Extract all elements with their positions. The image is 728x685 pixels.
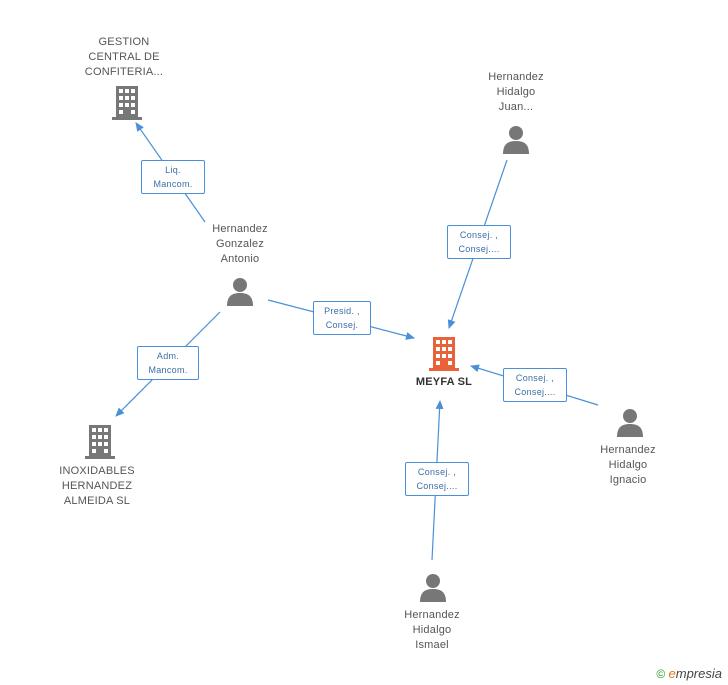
edge-label-liq-mancom[interactable]: Liq. Mancom.: [141, 160, 205, 194]
edge-label-ismael[interactable]: Consej. , Consej....: [405, 462, 469, 496]
node-label-ismael: Hernandez Hidalgo Ismael: [404, 609, 460, 651]
person-node-antonio[interactable]: [226, 277, 254, 312]
node-label-meyfa: MEYFA SL: [415, 376, 473, 388]
person-node-ignacio[interactable]: [616, 408, 644, 443]
empresia-logo: empresia: [668, 666, 722, 681]
node-label-inox: INOXIDABLES HERNANDEZ ALMEIDA SL: [59, 465, 135, 507]
person-node-juan[interactable]: [502, 125, 530, 160]
node-label-juan: Hernandez Hidalgo Juan...: [488, 71, 544, 113]
person-icon: [227, 278, 253, 306]
edge-label-juan[interactable]: Consej. , Consej....: [447, 225, 511, 259]
company-node-inox[interactable]: [84, 425, 116, 464]
building-icon: [112, 86, 142, 120]
copyright-footer: © empresia: [656, 666, 722, 681]
copyright-symbol: ©: [656, 667, 666, 681]
person-icon: [617, 409, 643, 437]
node-label-ignacio: Hernandez Hidalgo Ignacio: [600, 444, 656, 486]
company-node-meyfa[interactable]: [428, 337, 460, 376]
person-icon: [420, 574, 446, 602]
edge-label-presid-consej[interactable]: Presid. , Consej.: [313, 301, 371, 335]
person-icon: [503, 126, 529, 154]
node-label-antonio: Hernandez Gonzalez Antonio: [212, 223, 268, 265]
node-label-gestion: GESTION CENTRAL DE CONFITERIA...: [84, 36, 164, 78]
company-node-gestion[interactable]: [111, 86, 143, 125]
edge-label-adm-mancom[interactable]: Adm. Mancom.: [137, 346, 199, 380]
edge-label-ignacio[interactable]: Consej. , Consej....: [503, 368, 567, 402]
building-icon: [429, 337, 459, 371]
building-icon: [85, 425, 115, 459]
person-node-ismael[interactable]: [419, 573, 447, 608]
